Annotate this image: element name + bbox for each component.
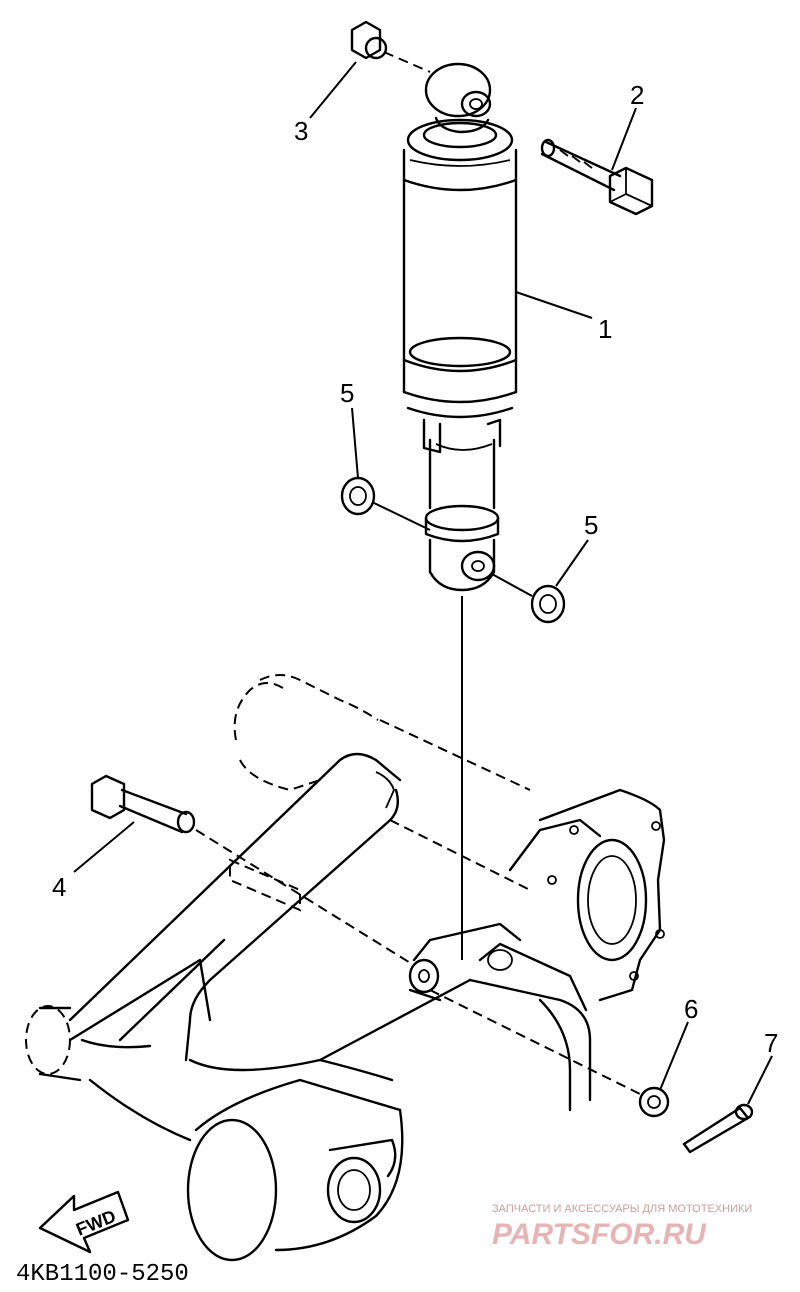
- watermark-logo: ЗАПЧАСТИ И АКСЕССУАРЫ ДЛЯ МОТОТЕХНИКИ PA…: [492, 1203, 752, 1251]
- callout-3: 3: [294, 116, 308, 146]
- leader-7: [747, 1055, 773, 1105]
- leader-4: [73, 821, 135, 873]
- fwd-label: FWD: [73, 1206, 118, 1240]
- washer-lower-5: [491, 573, 566, 624]
- leader-1: [515, 291, 593, 319]
- leader-5a: [351, 407, 359, 479]
- callout-5-lower: 5: [584, 510, 598, 540]
- cotter-pin-7: [682, 1103, 754, 1154]
- watermark-brand: PARTSFOR.RU: [492, 1218, 707, 1251]
- callout-7: 7: [764, 1028, 778, 1058]
- callout-2: 2: [630, 80, 644, 110]
- pivot-axle-bolt: [90, 774, 413, 965]
- leader-3: [309, 61, 357, 119]
- leader-6: [659, 1021, 689, 1091]
- leader-5b: [555, 539, 589, 587]
- callout-5-upper: 5: [340, 378, 354, 408]
- leader-2: [611, 107, 637, 171]
- diagram-code: 4KB1100-5250: [16, 1261, 189, 1288]
- rear-shock-absorber: [402, 62, 518, 592]
- callout-4: 4: [52, 872, 66, 902]
- upper-mount-bolt: [540, 138, 654, 216]
- upper-mount-nut: [350, 20, 431, 73]
- callout-6: 6: [684, 994, 698, 1024]
- fwd-direction-arrow: FWD: [38, 1190, 130, 1254]
- washer-upper-5: [340, 476, 431, 531]
- callout-1: 1: [598, 314, 612, 344]
- washer-6: [429, 989, 670, 1118]
- swingarm: [25, 674, 666, 1262]
- watermark-tagline: ЗАПЧАСТИ И АКСЕССУАРЫ ДЛЯ МОТОТЕХНИКИ: [492, 1203, 752, 1215]
